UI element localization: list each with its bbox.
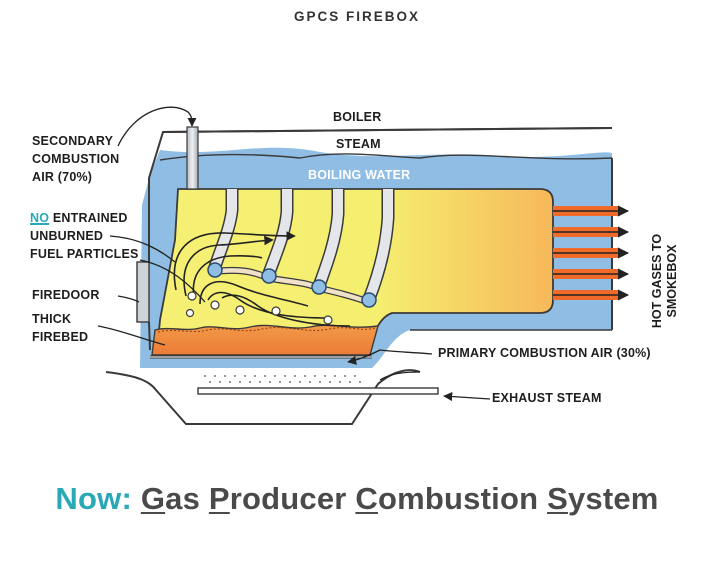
caption-word-combustion: Combustion	[355, 481, 539, 516]
label-boiler: BOILER	[333, 110, 382, 124]
label-secondary-air-3: AIR (70%)	[32, 170, 93, 184]
label-secondary-air-2: COMBUSTION	[32, 152, 120, 166]
tube-nozzles	[207, 262, 377, 308]
water-surface	[159, 153, 613, 161]
caption-word-gas: Gas	[140, 481, 201, 516]
leader-lines	[97, 106, 491, 402]
label-secondary-air-1: SECONDARY	[32, 134, 114, 148]
hot-gas-arrows	[553, 205, 630, 301]
label-exhaust-steam: EXHAUST STEAM	[492, 391, 602, 405]
steam-space-top	[162, 127, 613, 133]
label-firebed: FIREBED	[32, 330, 89, 344]
label-unburned: UNBURNED	[30, 229, 104, 243]
label-entrained: ENTRAINED	[52, 211, 128, 225]
label-no: NO	[30, 211, 50, 225]
thick-firebed	[151, 324, 379, 356]
label-fuel-particles: FUEL PARTICLES	[30, 247, 139, 261]
secondary-air-pipe	[186, 126, 199, 190]
flow-lines	[173, 231, 351, 327]
label-hot-gases: HOT GASES TO SMOKEBOX	[650, 216, 680, 346]
label-thick: THICK	[32, 312, 72, 326]
firebox-front-wall	[148, 178, 151, 351]
caption-prefix: Now:	[55, 481, 132, 516]
fuel-particles	[185, 291, 333, 325]
label-boiling-water: BOILING WATER	[308, 168, 411, 182]
label-steam: STEAM	[336, 137, 381, 151]
firebed-texture	[157, 327, 376, 333]
label-hot-gases-1: HOT GASES TO	[650, 233, 664, 329]
caption: Now: Gas Producer Combustion System	[0, 481, 714, 517]
firedoor	[136, 261, 150, 323]
caption-word-system: System	[547, 481, 659, 516]
label-no-entrained: NO ENTRAINED	[30, 209, 128, 228]
label-primary-air: PRIMARY COMBUSTION AIR (30%)	[438, 346, 651, 360]
ashpan	[105, 369, 421, 425]
diagram-title: GPCS FIREBOX	[293, 9, 420, 24]
label-hot-gases-2: SMOKEBOX	[665, 244, 679, 318]
exhaust-steam-pipe	[197, 387, 439, 395]
exhaust-steam-dots	[204, 375, 361, 383]
label-firedoor: FIREDOOR	[32, 288, 100, 302]
caption-word-producer: Producer	[208, 481, 347, 516]
